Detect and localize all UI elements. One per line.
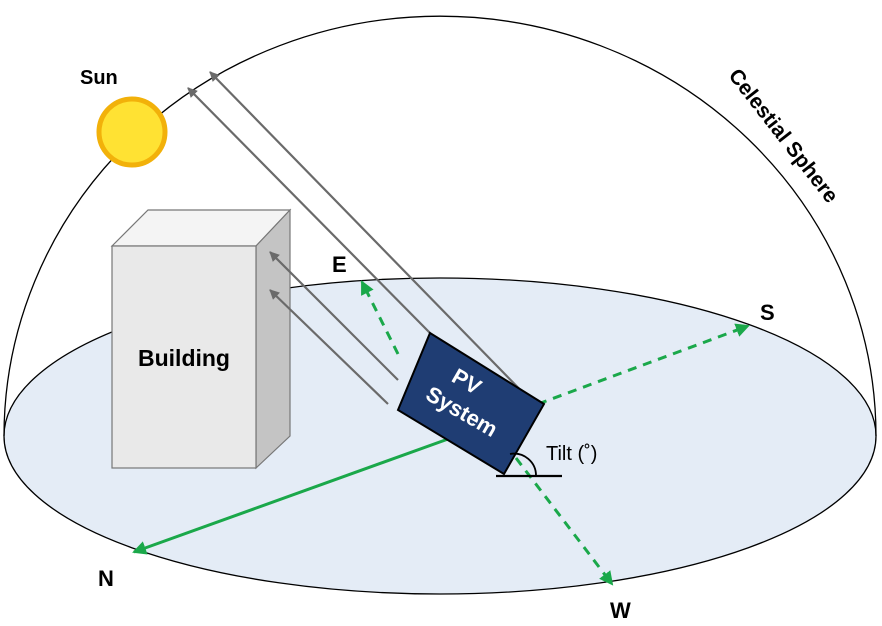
east-label: E	[332, 252, 347, 277]
tilt-angle-arc	[509, 452, 537, 477]
celestial-sphere-label: Celestial Sphere	[724, 65, 843, 208]
ray-line	[269, 289, 389, 405]
ray-line	[269, 251, 399, 381]
building-block	[110, 208, 292, 470]
south-label: S	[760, 300, 775, 325]
sun-icon	[96, 96, 168, 168]
sun-rays	[187, 71, 537, 407]
pv-panel-body	[396, 331, 546, 476]
building-front	[111, 245, 257, 469]
south-arrow	[537, 323, 750, 406]
ray-line	[209, 71, 537, 407]
tilt-label: Tilt (˚)	[546, 443, 597, 465]
building-label: Building	[138, 345, 230, 371]
east-arrow	[360, 280, 400, 355]
west-label: W	[610, 598, 631, 623]
celestial-sphere-dome	[3, 15, 877, 437]
compass-arrows	[132, 280, 750, 586]
west-arrow	[514, 457, 614, 586]
north-label: N	[98, 566, 114, 591]
sun-label: Sun	[80, 67, 118, 89]
pv-system-panel: PV System	[396, 331, 546, 476]
building-side	[255, 208, 291, 470]
north-arrow	[132, 432, 463, 555]
ray-line	[187, 87, 431, 334]
